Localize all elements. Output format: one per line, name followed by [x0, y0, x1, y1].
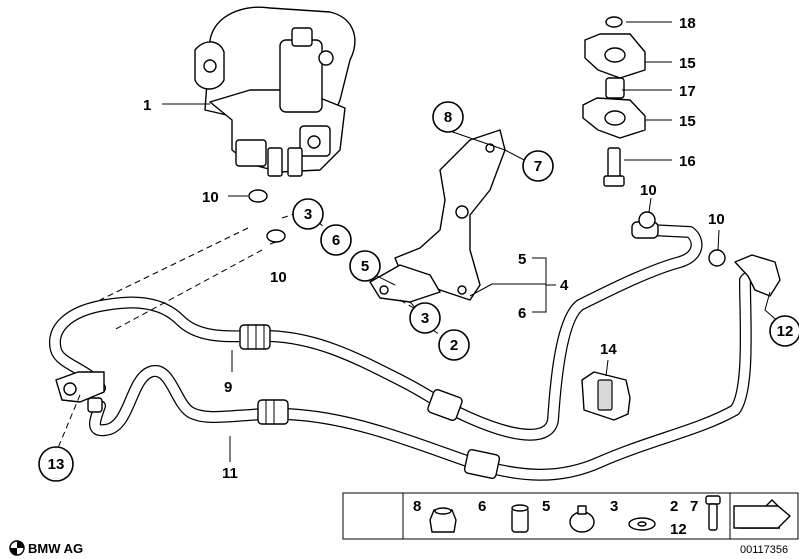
- svg-text:12: 12: [777, 323, 794, 340]
- legend-item-3: 3: [610, 498, 656, 531]
- callout-11: 11: [222, 465, 238, 482]
- callout-5-b: 5: [518, 251, 526, 268]
- legend-item-2: 2: [670, 498, 678, 515]
- legend-item-12: 12: [670, 521, 687, 538]
- legend-item-8: 8: [413, 498, 457, 533]
- callout-10-a: 10: [202, 189, 219, 206]
- callout-13: 13: [38, 446, 74, 482]
- hose-11: [89, 260, 766, 481]
- parts-legend: 8 6 5 3 2 7 12: [342, 492, 799, 540]
- brand-footer: BMW AG 00117356: [9, 540, 788, 556]
- svg-text:3: 3: [421, 310, 429, 327]
- hose-ferrule-icon: [239, 324, 501, 480]
- svg-text:12: 12: [670, 521, 687, 538]
- svg-text:5: 5: [518, 251, 526, 268]
- callout-3-b: 3: [409, 302, 441, 334]
- brand-name: BMW AG: [28, 541, 83, 556]
- svg-text:16: 16: [679, 153, 696, 170]
- svg-text:11: 11: [222, 465, 238, 482]
- svg-text:3: 3: [304, 206, 312, 223]
- callout-18: 18: [679, 15, 696, 32]
- svg-text:10: 10: [270, 269, 287, 286]
- callout-4: 4: [560, 277, 569, 294]
- callout-9: 9: [224, 379, 232, 396]
- svg-text:15: 15: [679, 113, 696, 130]
- svg-text:7: 7: [690, 498, 698, 515]
- callout-8: 8: [432, 101, 464, 133]
- callout-12: 12: [769, 315, 799, 347]
- hose-end-fitting-icon: [55, 221, 781, 413]
- svg-text:4: 4: [560, 277, 569, 294]
- callout-5-a: 5: [349, 250, 381, 282]
- svg-text:1: 1: [143, 97, 151, 114]
- callout-15-a: 15: [679, 55, 696, 72]
- bmw-roundel-icon: [9, 540, 25, 556]
- svg-text:2: 2: [450, 337, 458, 354]
- svg-text:17: 17: [679, 83, 696, 100]
- callout-10-b: 10: [270, 269, 287, 286]
- svg-text:14: 14: [600, 341, 617, 358]
- callout-10-c: 10: [640, 182, 657, 199]
- callout-7: 7: [522, 150, 554, 182]
- spacer-sleeve: [605, 77, 625, 99]
- svg-text:8: 8: [413, 498, 421, 515]
- callout-15-b: 15: [679, 113, 696, 130]
- callout-6-b: 6: [518, 305, 526, 322]
- svg-text:8: 8: [444, 109, 452, 126]
- legend-item-5: 5: [542, 498, 595, 533]
- rubber-mount: [581, 371, 631, 421]
- o-ring-icon: [248, 189, 726, 267]
- svg-text:5: 5: [361, 258, 369, 275]
- callout-3-a: 3: [292, 198, 324, 230]
- callout-2: 2: [438, 329, 470, 361]
- bracket-assembly: [369, 129, 506, 303]
- legend-item-6: 6: [478, 498, 529, 533]
- svg-text:13: 13: [48, 456, 65, 473]
- callout-1: 1: [143, 97, 151, 114]
- pipe-clamp-lower: [582, 97, 646, 139]
- svg-text:15: 15: [679, 55, 696, 72]
- svg-text:9: 9: [224, 379, 232, 396]
- svg-text:10: 10: [640, 182, 657, 199]
- callout-6-a: 6: [320, 224, 352, 256]
- svg-text:6: 6: [478, 498, 486, 515]
- svg-text:7: 7: [534, 158, 542, 175]
- pipe-clamp-upper: [584, 16, 646, 79]
- svg-text:10: 10: [708, 211, 725, 228]
- svg-text:6: 6: [332, 232, 340, 249]
- svg-text:3: 3: [610, 498, 618, 515]
- hex-bolt: [603, 147, 625, 187]
- legend-item-7: 7: [690, 498, 698, 515]
- callout-14: 14: [600, 341, 617, 358]
- svg-text:2: 2: [670, 498, 678, 515]
- svg-text:6: 6: [518, 305, 526, 322]
- diagram-code: 00117356: [740, 544, 788, 556]
- svg-text:5: 5: [542, 498, 550, 515]
- next-arrow-icon: [733, 499, 791, 529]
- callout-17: 17: [679, 83, 696, 100]
- svg-text:18: 18: [679, 15, 696, 32]
- power-steering-pump: [194, 6, 356, 177]
- legend-bolt-icon: [705, 495, 721, 531]
- callout-16: 16: [679, 153, 696, 170]
- hose-9: [48, 224, 703, 441]
- callout-10-d: 10: [708, 211, 725, 228]
- svg-text:10: 10: [202, 189, 219, 206]
